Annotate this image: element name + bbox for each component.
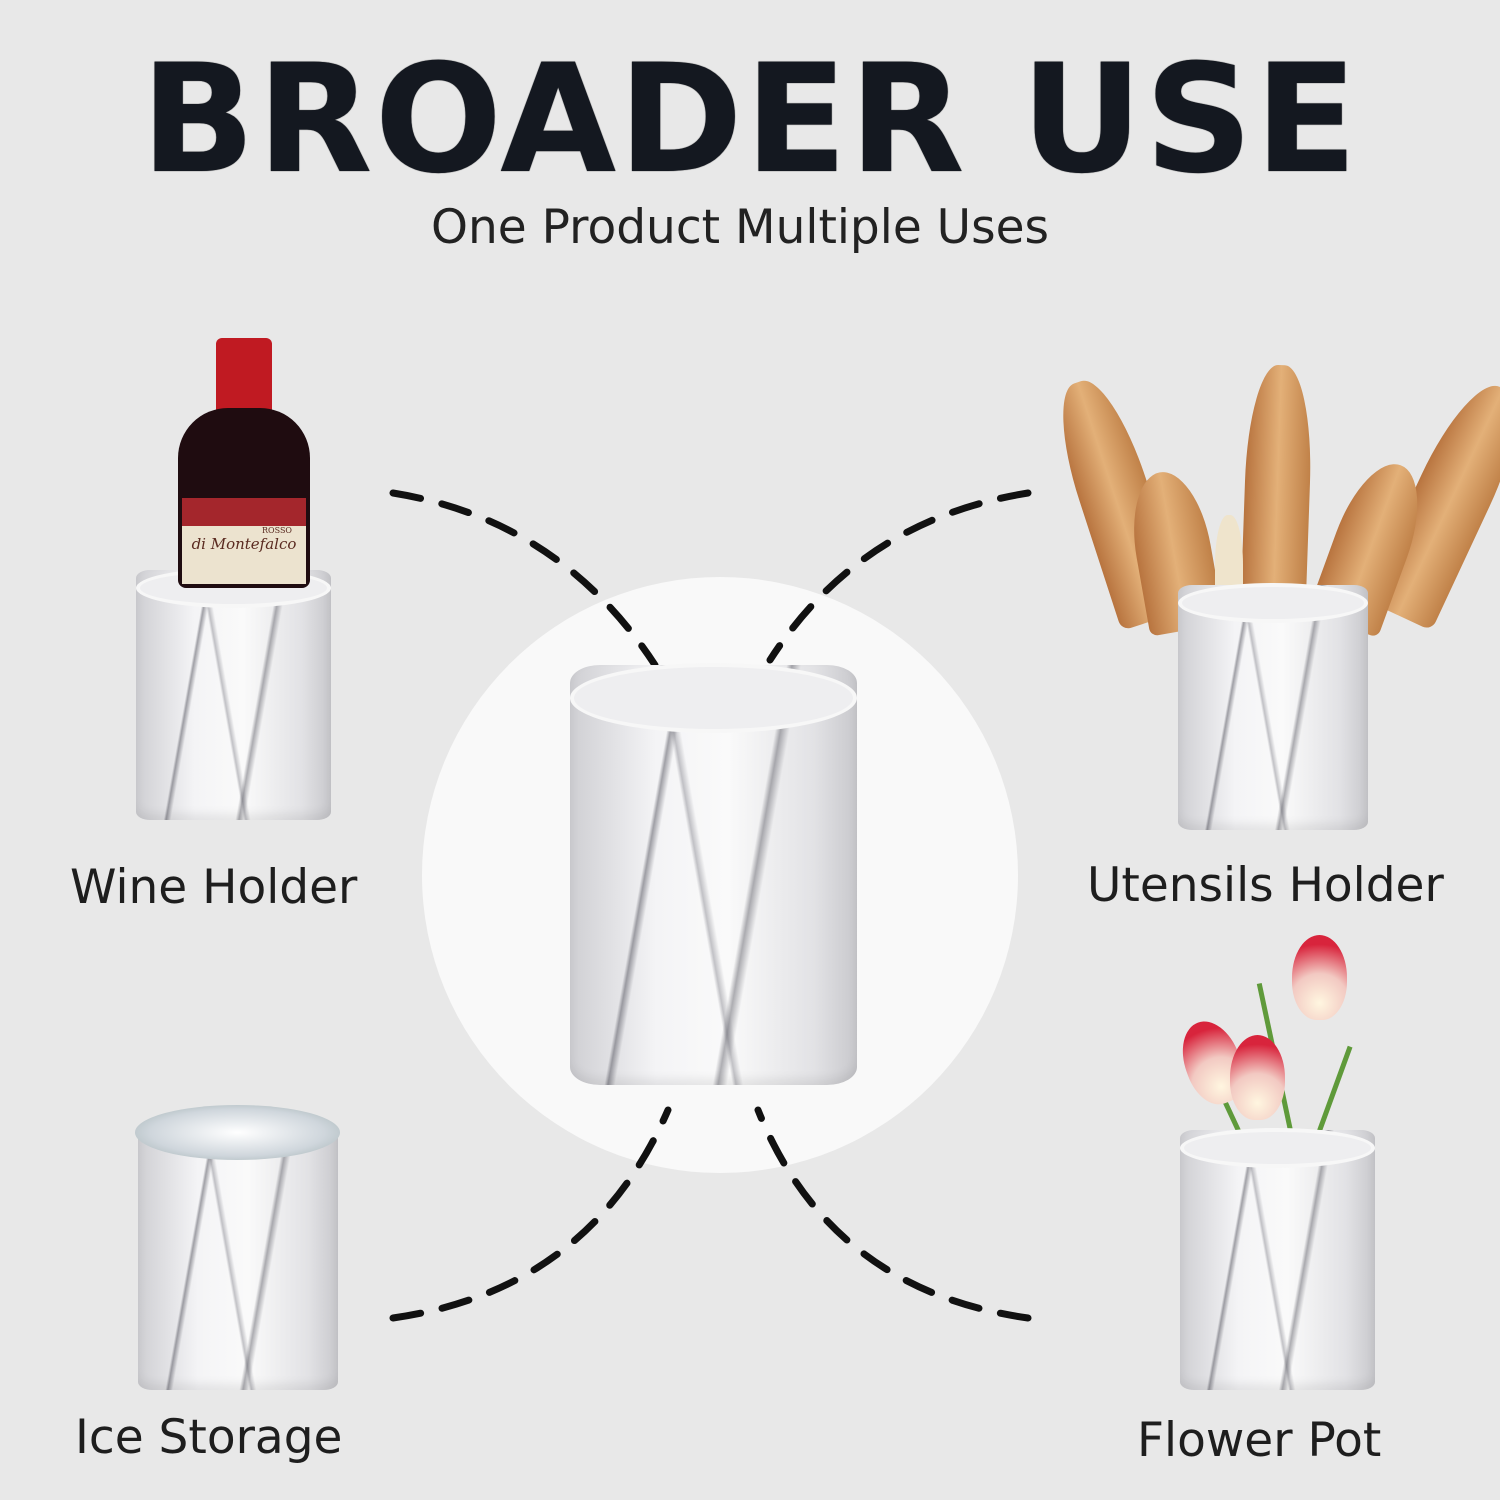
label-flower-pot: Flower Pot xyxy=(1137,1413,1382,1468)
utensils-holder-marble xyxy=(1178,583,1368,830)
connector-ice xyxy=(389,1106,672,1322)
wine-holder-marble xyxy=(136,568,331,820)
wine-label-line2: di Montefalco xyxy=(191,535,297,553)
page-title: BROADER USE xyxy=(140,33,1360,207)
label-wine-holder: Wine Holder xyxy=(70,860,358,915)
page-subtitle: One Product Multiple Uses xyxy=(431,200,1049,255)
connector-flower xyxy=(754,1106,1032,1322)
ice-cubes-icon xyxy=(135,1105,340,1160)
ice-storage-marble xyxy=(138,1125,338,1390)
flower-pot-marble xyxy=(1180,1128,1375,1390)
connector-wine xyxy=(389,489,659,669)
center-marble-holder xyxy=(570,663,857,1085)
label-utensils-holder: Utensils Holder xyxy=(1087,858,1444,913)
wine-bottle-icon: ROSSO di Montefalco xyxy=(178,338,310,588)
connector-utensils xyxy=(766,489,1032,664)
label-ice-storage: Ice Storage xyxy=(75,1410,343,1465)
wine-label-line1: ROSSO xyxy=(262,526,292,535)
